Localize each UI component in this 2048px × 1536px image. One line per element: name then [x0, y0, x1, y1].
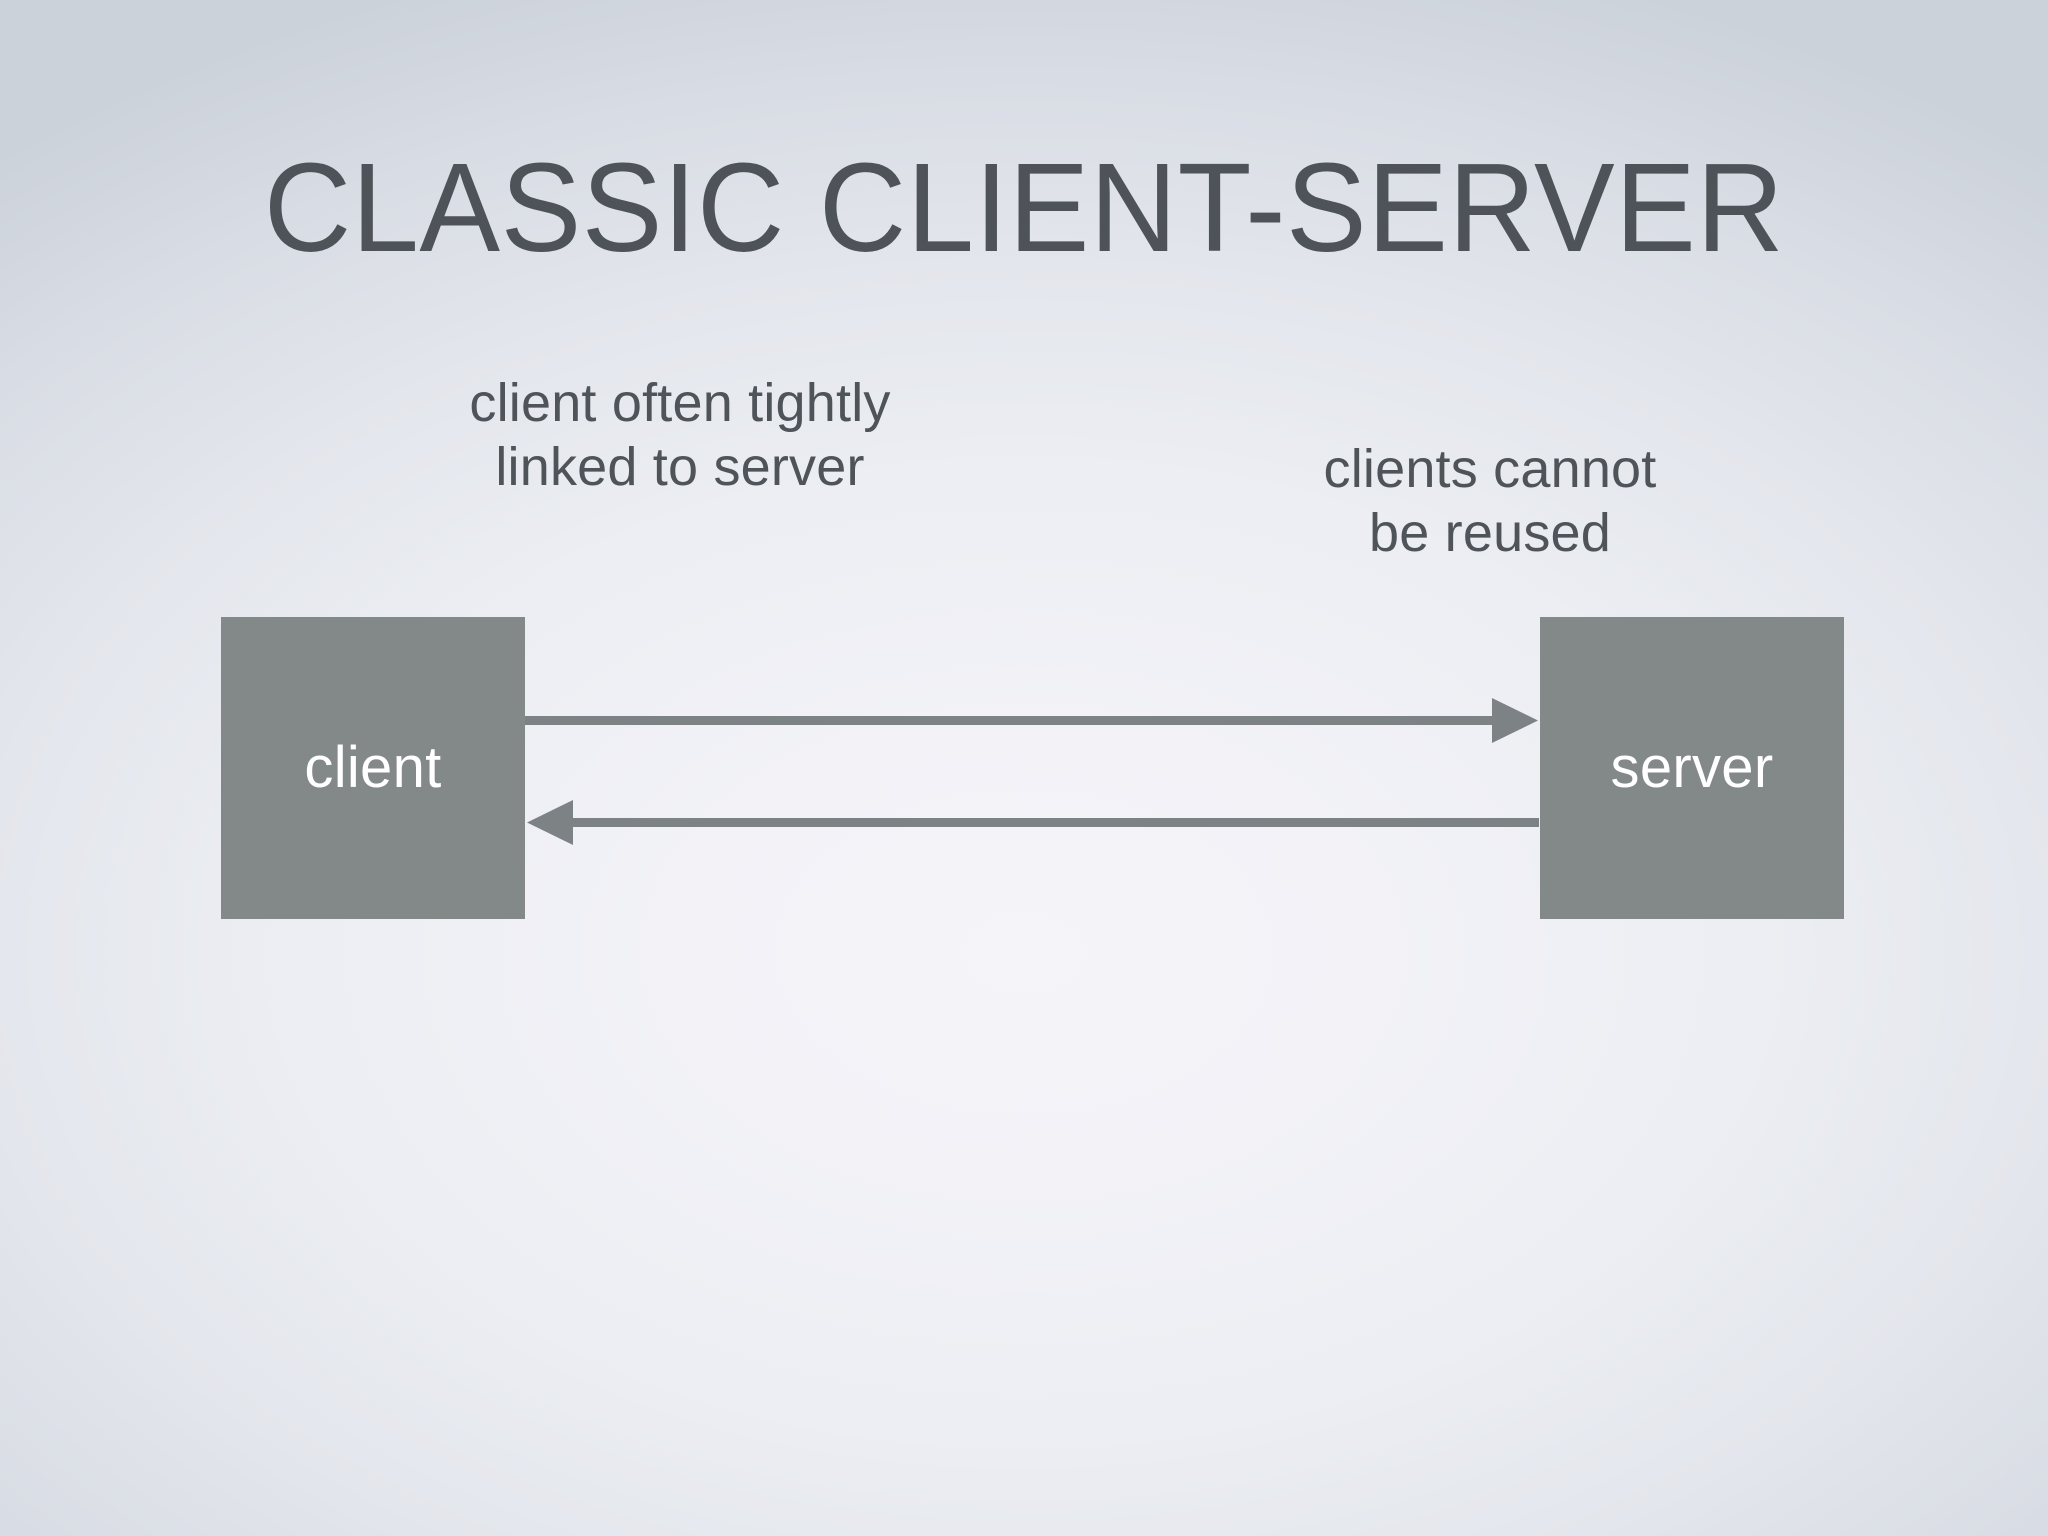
annotation-client-note: client often tightly linked to server [330, 372, 1030, 499]
page-title: CLASSIC CLIENT-SERVER [263, 137, 1785, 278]
annotation-client-note-line2: linked to server [495, 436, 865, 497]
arrow-request-client-to-server [524, 698, 1538, 743]
arrow-response-server-to-client [527, 800, 1539, 845]
diagram-node-client: client [221, 617, 525, 919]
diagram-node-client-label: client [304, 735, 442, 800]
diagram-node-server: server [1540, 617, 1844, 919]
annotation-server-note: clients cannot be reused [1190, 438, 1790, 565]
annotation-server-note-line2: be reused [1369, 502, 1611, 563]
annotation-server-note-line1: clients cannot [1323, 439, 1657, 499]
annotation-client-note-line1: client often tightly [469, 373, 891, 433]
diagram-node-server-label: server [1610, 735, 1774, 800]
